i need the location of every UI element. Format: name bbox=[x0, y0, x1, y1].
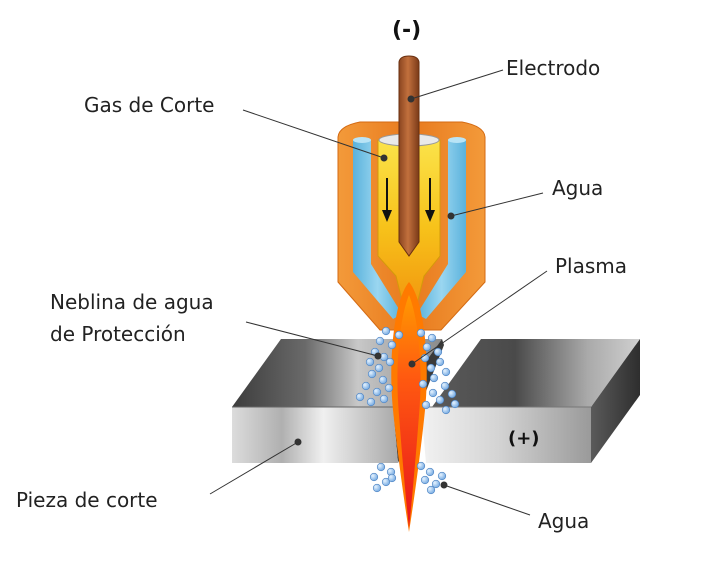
water-droplet bbox=[429, 373, 439, 383]
water-droplet bbox=[379, 394, 389, 404]
water-droplet bbox=[376, 462, 386, 472]
water-channel-top bbox=[353, 137, 371, 143]
water-droplet bbox=[367, 369, 377, 379]
leader-dot bbox=[407, 95, 415, 103]
leader-lines bbox=[209, 69, 548, 516]
water-droplet bbox=[426, 485, 436, 495]
electrode-rod bbox=[398, 55, 420, 257]
workpiece-front-right bbox=[421, 407, 591, 463]
water-top-label: Agua bbox=[552, 176, 604, 200]
workpiece bbox=[232, 339, 640, 463]
water-droplet bbox=[450, 399, 460, 409]
plasma-label: Plasma bbox=[555, 254, 628, 278]
water-droplet bbox=[437, 471, 447, 481]
water-droplet bbox=[387, 340, 397, 350]
electrode bbox=[398, 55, 420, 257]
water-channel-top bbox=[448, 137, 466, 143]
water-droplet bbox=[372, 483, 382, 493]
water-droplet bbox=[428, 388, 438, 398]
water-droplet bbox=[381, 477, 391, 487]
water-bottom-label: Agua bbox=[538, 509, 590, 533]
water-droplet bbox=[427, 333, 437, 343]
workpiece-label: Pieza de corte bbox=[16, 488, 158, 512]
leader-water-top bbox=[450, 192, 544, 217]
leader-dot bbox=[447, 212, 455, 220]
cutting-gas-label: Gas de Corte bbox=[84, 93, 215, 117]
mist-label-line1: Neblina de agua bbox=[50, 290, 214, 314]
positive-terminal-label: (+) bbox=[508, 428, 540, 449]
water-droplet bbox=[416, 461, 426, 471]
water-droplet bbox=[384, 383, 394, 393]
water-droplet bbox=[425, 467, 435, 477]
water-droplet bbox=[372, 387, 382, 397]
water-droplet bbox=[366, 397, 376, 407]
water-droplet bbox=[435, 357, 445, 367]
water-droplet bbox=[394, 330, 404, 340]
water-droplet bbox=[416, 328, 426, 338]
leader-gas bbox=[242, 109, 385, 159]
workpiece-front-left bbox=[232, 407, 398, 463]
leader-dot bbox=[380, 154, 388, 162]
water-channel-left bbox=[353, 140, 402, 319]
water-droplet bbox=[433, 347, 443, 357]
water-droplets bbox=[355, 326, 460, 495]
water-droplet bbox=[447, 389, 457, 399]
plasma-core bbox=[397, 295, 421, 528]
water-droplet bbox=[431, 479, 441, 489]
water-droplet bbox=[361, 381, 371, 391]
water-droplet bbox=[375, 336, 385, 346]
water-droplet bbox=[440, 381, 450, 391]
water-droplet bbox=[355, 392, 365, 402]
water-droplet bbox=[381, 326, 391, 336]
mist-label-line2: de Protección bbox=[50, 322, 186, 346]
water-droplet bbox=[385, 357, 395, 367]
leader-dot bbox=[408, 360, 416, 368]
water-droplet bbox=[441, 367, 451, 377]
leader-dot bbox=[294, 438, 302, 446]
leader-electrode bbox=[410, 69, 504, 100]
leader-dot bbox=[374, 352, 382, 360]
water-droplet bbox=[378, 375, 388, 385]
water-droplet bbox=[421, 400, 431, 410]
water-droplet bbox=[435, 395, 445, 405]
water-droplet bbox=[369, 472, 379, 482]
water-droplet bbox=[420, 475, 430, 485]
negative-terminal-label: (-) bbox=[392, 18, 422, 43]
electrode-label: Electrodo bbox=[506, 56, 601, 80]
plasma-jet bbox=[391, 282, 427, 532]
leader-mist bbox=[245, 321, 379, 357]
water-droplet bbox=[422, 342, 432, 352]
water-droplet bbox=[365, 357, 375, 367]
workpiece-top-right bbox=[432, 339, 640, 407]
gas-flow-arrows bbox=[382, 178, 435, 222]
leader-plasma bbox=[411, 270, 548, 365]
workpiece-side-right bbox=[591, 339, 640, 463]
water-droplet bbox=[441, 405, 451, 415]
leader-water-bottom bbox=[443, 484, 531, 516]
leader-dot bbox=[440, 481, 448, 489]
water-droplet bbox=[426, 363, 436, 373]
water-droplet bbox=[387, 473, 397, 483]
water-droplet bbox=[418, 379, 428, 389]
water-channel-right bbox=[417, 140, 466, 319]
leader-workpiece bbox=[209, 441, 299, 495]
water-droplet bbox=[374, 363, 384, 373]
